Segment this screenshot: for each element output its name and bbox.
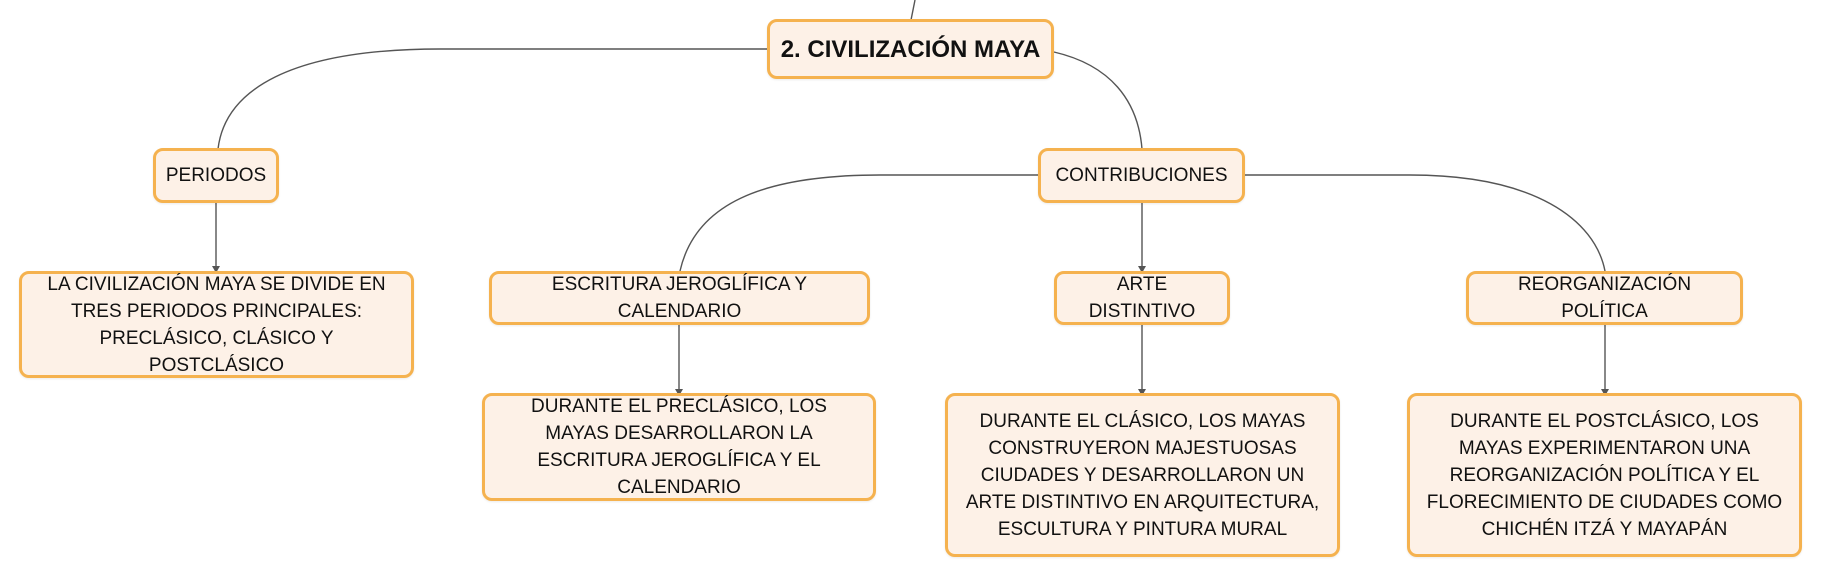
topic-contribuciones-label: CONTRIBUCIONES [1055, 165, 1228, 186]
detail-escritura-text: DURANTE EL PRECLÁSICO, LOS MAYAS DESARRO… [531, 396, 827, 498]
connector-contribuciones-to-reorganizacion [1245, 174, 1606, 272]
detail-periodos-text: LA CIVILIZACIÓN MAYA SE DIVIDE EN TRES P… [47, 273, 386, 376]
subtopic-arte-label: ARTE DISTINTIVO [1088, 274, 1196, 322]
topic-contribuciones[interactable]: CONTRIBUCIONES [1038, 148, 1245, 203]
detail-reorganizacion[interactable]: DURANTE EL POSTCLÁSICO, LOS MAYAS EXPERI… [1407, 393, 1802, 557]
arrow-arte-node [1138, 266, 1146, 273]
arrow-escritura-detail [675, 389, 683, 396]
root-topic[interactable]: 2. CIVILIZACIÓN MAYA [767, 19, 1054, 79]
arrow-periodos-detail [212, 266, 220, 273]
detail-reorganizacion-text: DURANTE EL POSTCLÁSICO, LOS MAYAS EXPERI… [1426, 410, 1783, 540]
connector-root-to-contribuciones [1053, 51, 1143, 150]
arrow-arte-detail [1138, 389, 1146, 396]
root-topic-label: 2. CIVILIZACIÓN MAYA [780, 35, 1041, 63]
arrow-reorganizacion-detail [1601, 389, 1609, 396]
connector-contribuciones-to-escritura [679, 174, 1038, 272]
connector-parent-to-root [910, 0, 916, 21]
connector-root-to-periodos [217, 48, 768, 150]
detail-periodos[interactable]: LA CIVILIZACIÓN MAYA SE DIVIDE EN TRES P… [19, 271, 414, 378]
subtopic-reorganizacion-label: REORGANIZACIÓN POLÍTICA [1517, 274, 1692, 322]
subtopic-escritura[interactable]: ESCRITURA JEROGLÍFICA Y CALENDARIO [489, 271, 870, 325]
subtopic-escritura-label: ESCRITURA JEROGLÍFICA Y CALENDARIO [551, 274, 808, 322]
detail-arte[interactable]: DURANTE EL CLÁSICO, LOS MAYAS CONSTRUYER… [945, 393, 1340, 557]
subtopic-arte[interactable]: ARTE DISTINTIVO [1054, 271, 1230, 325]
topic-periodos-label: PERIODOS [165, 165, 267, 186]
detail-arte-text: DURANTE EL CLÁSICO, LOS MAYAS CONSTRUYER… [965, 410, 1320, 540]
detail-escritura[interactable]: DURANTE EL PRECLÁSICO, LOS MAYAS DESARRO… [482, 393, 876, 501]
subtopic-reorganizacion[interactable]: REORGANIZACIÓN POLÍTICA [1466, 271, 1743, 325]
topic-periodos[interactable]: PERIODOS [153, 148, 279, 203]
